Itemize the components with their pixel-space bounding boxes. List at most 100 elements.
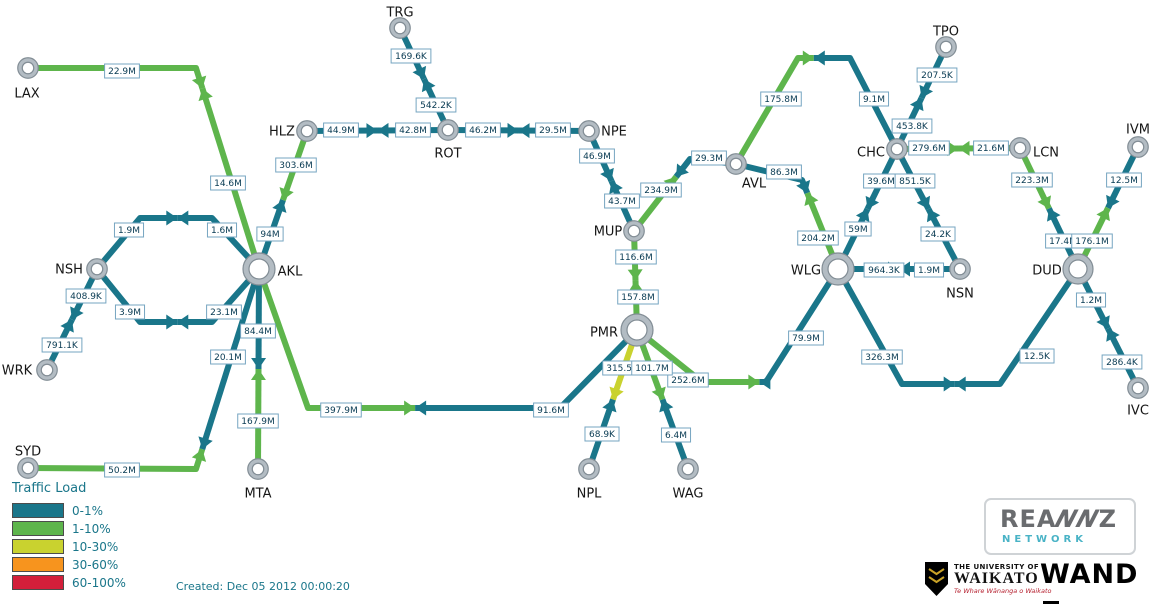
- link-load-label-box[interactable]: [894, 173, 936, 189]
- node-label-NPL: NPL: [577, 487, 603, 502]
- link-load-label-box[interactable]: [908, 140, 950, 156]
- link-load-label-box[interactable]: [617, 289, 659, 305]
- link-load-label-box[interactable]: [240, 323, 276, 339]
- link-load-label-box[interactable]: [691, 150, 727, 166]
- node-ROT[interactable]: ROT: [434, 119, 462, 162]
- link-load-label-box[interactable]: [631, 360, 673, 376]
- node-WRK[interactable]: WRK: [2, 359, 58, 381]
- link-load-label-box[interactable]: [916, 67, 958, 83]
- link-NSH-AKL-N-out[interactable]: [94, 215, 178, 271]
- node-MTA[interactable]: MTA: [244, 458, 272, 502]
- link-load-label-box[interactable]: [1071, 233, 1113, 249]
- link-load-label-box[interactable]: [210, 175, 246, 191]
- link-load-label-box[interactable]: [113, 222, 145, 238]
- link-load-label-box[interactable]: [861, 349, 903, 365]
- link-load-label-box[interactable]: [210, 349, 246, 365]
- link-load-label-box[interactable]: [395, 122, 431, 138]
- link-load-label-box[interactable]: [660, 427, 692, 443]
- node-IVC[interactable]: IVC: [1127, 377, 1149, 419]
- link-load-label-box[interactable]: [415, 97, 457, 113]
- wand-logo: WAND Network Research Group: [1040, 561, 1152, 610]
- node-NSH[interactable]: NSH: [55, 258, 108, 280]
- link-WLG-DUD-in[interactable]: [954, 267, 1081, 387]
- link-load-label-box[interactable]: [891, 118, 933, 134]
- link-load-label-box[interactable]: [1011, 172, 1053, 188]
- link-load-label-box[interactable]: [323, 122, 359, 138]
- link-load-label: 12.5K: [1024, 352, 1051, 362]
- node-TPO[interactable]: TPO: [932, 25, 959, 58]
- link-load-label-box[interactable]: [1019, 348, 1055, 364]
- node-label-LAX: LAX: [14, 87, 39, 102]
- node-ring-outer: [935, 36, 957, 58]
- node-WLG[interactable]: WLG: [791, 252, 855, 286]
- node-AKL[interactable]: AKL: [242, 252, 303, 286]
- node-LCN[interactable]: LCN: [1009, 137, 1059, 161]
- node-WAG[interactable]: WAG: [673, 458, 704, 502]
- node-NPE[interactable]: NPE: [578, 120, 627, 142]
- node-MUP[interactable]: MUP: [594, 220, 645, 242]
- node-ring-inner: [300, 124, 314, 138]
- link-load-label-box[interactable]: [104, 63, 140, 79]
- link-load-label-box[interactable]: [604, 193, 640, 209]
- link-load-label: 1.6M: [211, 226, 233, 236]
- link-NSH-AKL-S-out[interactable]: [94, 267, 178, 325]
- link-load-label-box[interactable]: [41, 337, 83, 353]
- link-load-label-box[interactable]: [390, 48, 432, 64]
- node-CHC[interactable]: CHC: [857, 138, 908, 161]
- link-load-label-box[interactable]: [788, 330, 824, 346]
- node-AVL[interactable]: AVL: [725, 153, 767, 192]
- link-load-label: 29.3M: [695, 154, 723, 164]
- link-NSH-AKL-S-in[interactable]: [177, 267, 262, 325]
- link-NSH-AKL-N-in[interactable]: [177, 215, 262, 272]
- link-load-label-box[interactable]: [533, 402, 569, 418]
- node-DUD[interactable]: DUD: [1032, 253, 1094, 285]
- link-load-label-box[interactable]: [640, 182, 682, 198]
- link-WLG-PMR-out[interactable]: [759, 267, 841, 385]
- link-load-label-box[interactable]: [237, 413, 279, 429]
- node-IVM[interactable]: IVM: [1126, 123, 1150, 158]
- link-load-label-box[interactable]: [1075, 292, 1107, 308]
- link-load-label-box[interactable]: [579, 148, 615, 164]
- node-PMR[interactable]: PMR: [590, 313, 654, 347]
- link-MUP-PMR-in-arrow: [628, 280, 644, 292]
- link-AVL-CHC-in[interactable]: [813, 55, 900, 151]
- link-WLG-DUD-out[interactable]: [835, 267, 955, 387]
- link-load-label-box[interactable]: [667, 372, 709, 388]
- link-load-label-box[interactable]: [256, 226, 284, 242]
- link-load-label-box[interactable]: [65, 288, 107, 304]
- link-load-label-box[interactable]: [913, 262, 945, 278]
- link-load-label-box[interactable]: [760, 91, 802, 107]
- link-load-label-box[interactable]: [206, 304, 242, 320]
- link-load-label-box[interactable]: [766, 164, 802, 180]
- link-load-label-box[interactable]: [104, 462, 140, 478]
- link-load-label-box[interactable]: [863, 262, 905, 278]
- node-NSN[interactable]: NSN: [946, 258, 974, 302]
- link-load-label-box[interactable]: [920, 226, 956, 242]
- node-TRG[interactable]: TRG: [385, 6, 414, 39]
- link-AKL-PMR-out[interactable]: [256, 268, 416, 411]
- link-load-label-box[interactable]: [275, 157, 317, 173]
- link-load-label-box[interactable]: [1101, 354, 1143, 370]
- node-label-LCN: LCN: [1033, 146, 1059, 161]
- node-NPL[interactable]: NPL: [577, 458, 603, 502]
- link-load-label-box[interactable]: [973, 140, 1009, 156]
- link-load-label: 303.6M: [279, 161, 313, 171]
- link-load-label-box[interactable]: [584, 426, 620, 442]
- link-load-label-box[interactable]: [1106, 172, 1142, 188]
- link-load-label-box[interactable]: [206, 222, 238, 238]
- link-load-label-box[interactable]: [844, 221, 872, 237]
- link-AKL-MTA-out[interactable]: [255, 268, 262, 370]
- link-load-label-box[interactable]: [535, 122, 571, 138]
- node-SYD[interactable]: SYD: [15, 445, 41, 479]
- node-LAX[interactable]: LAX: [14, 57, 40, 102]
- link-load-label-box[interactable]: [465, 122, 501, 138]
- link-load-label: 157.8M: [621, 293, 655, 303]
- link-load-label-box[interactable]: [114, 304, 146, 320]
- link-load-label-box[interactable]: [320, 402, 362, 418]
- link-AVL-CHC-out[interactable]: [733, 55, 814, 166]
- link-load-label-box[interactable]: [858, 91, 890, 107]
- node-HLZ[interactable]: HLZ: [269, 120, 318, 142]
- link-load-label-box[interactable]: [615, 249, 657, 265]
- link-LAX-AKL-out-arrow: [191, 75, 207, 89]
- link-load-label-box[interactable]: [797, 230, 839, 246]
